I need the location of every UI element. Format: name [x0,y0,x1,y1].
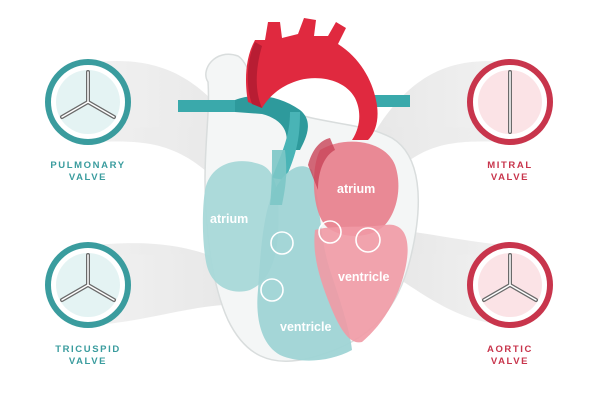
mitral-valve-label-line1: MITRAL [487,160,533,171]
mitral-valve-label: MITRAL VALVE [440,160,580,184]
inner-tricuspid-valve [260,278,284,302]
pulmonary-valve-label: PULMONARY VALVE [18,160,158,184]
pulmonary-valve-icon [45,59,131,145]
inner-mitral-valve [318,220,342,244]
tricuspid-valve-label-line1: TRICUSPID [55,344,121,355]
right-ventricle [257,166,352,361]
mitral-valve-label-line2: VALVE [490,172,530,183]
aortic-valve-label-line1: AORTIC [486,344,533,355]
left-ventricle-label: ventricle [338,270,390,284]
right-ventricle-label: ventricle [280,320,332,334]
left-ventricle [314,224,408,343]
tricuspid-valve-label: TRICUSPID VALVE [18,344,158,368]
aortic-valve-label-line2: VALVE [490,356,530,367]
inner-pulmonary-valve [270,231,294,255]
left-atrium-label: atrium [337,182,376,196]
right-atrium-label: atrium [210,212,249,226]
aorta [245,18,378,140]
right-atrium [202,161,279,292]
left-atrium [313,141,399,236]
aortic-valve-icon [467,242,553,328]
aortic-valve-label: AORTIC VALVE [440,344,580,368]
inner-aortic-valve [355,227,381,253]
tricuspid-valve-icon [45,242,131,328]
band-mitral [330,61,505,245]
pulmonary-valve-label-line2: VALVE [68,172,108,183]
pulmonary-valve-label-line1: PULMONARY [50,160,126,171]
mitral-valve-icon [467,59,553,145]
inner-valves [260,220,381,302]
tricuspid-valve-label-line2: VALVE [68,356,108,367]
